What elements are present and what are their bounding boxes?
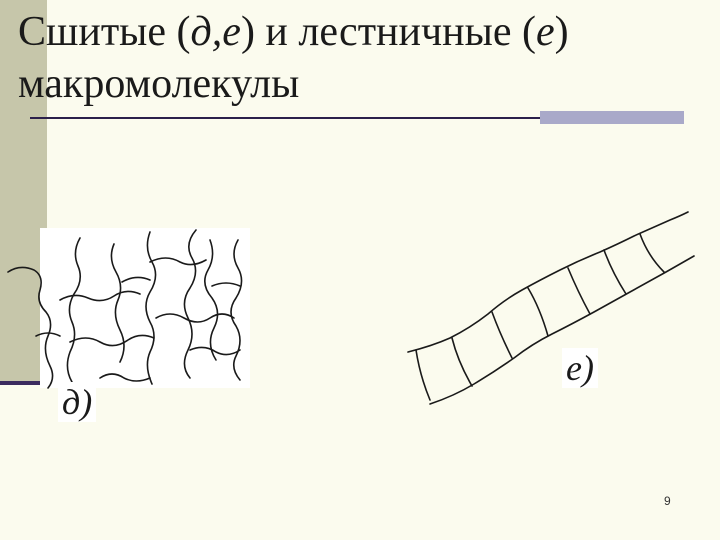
page-number: 9 xyxy=(664,494,671,508)
title-part-3: ) xyxy=(554,9,569,55)
slide-title: Сшитые (д,е) и лестничные (е) макромолеку… xyxy=(18,6,708,110)
title-underline xyxy=(30,117,680,119)
ladder-macromolecule xyxy=(407,211,695,405)
label-ladder: е) xyxy=(562,348,598,388)
label-crosslinked: д) xyxy=(58,382,97,422)
ladder-bottom-chain xyxy=(429,255,695,405)
title-accent-bar xyxy=(540,111,684,124)
title-part-2: ) и лестничные ( xyxy=(240,9,536,55)
title-italic-1: д,е xyxy=(190,9,241,55)
network-background xyxy=(40,228,250,388)
left-decor-bar xyxy=(0,0,47,383)
title-italic-2: е xyxy=(535,9,555,55)
title-line-2: макромолекулы xyxy=(18,61,300,107)
ladder-top-chain xyxy=(407,211,689,353)
left-decor-bar-edge xyxy=(0,381,47,385)
crosslinked-network xyxy=(7,229,243,389)
title-part-1: Сшитые ( xyxy=(18,9,191,55)
